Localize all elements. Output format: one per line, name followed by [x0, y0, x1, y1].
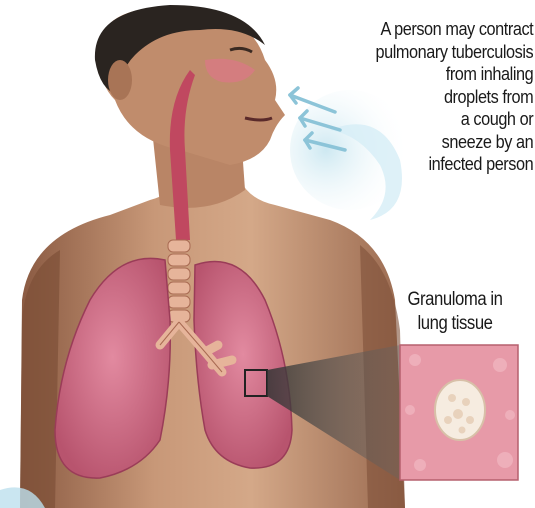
granuloma-caption-line: lung tissue	[389, 312, 521, 336]
infection-caption-line: sneeze by an	[375, 131, 533, 154]
infection-caption-line: a cough or	[375, 108, 533, 131]
granuloma-caption-line: Granuloma in	[389, 288, 521, 312]
granuloma-caption: Granuloma in lung tissue	[389, 288, 521, 336]
infection-caption-line: droplets from	[375, 86, 533, 109]
infection-caption-line: from inhaling	[375, 63, 533, 86]
ear	[108, 60, 132, 100]
infection-caption-line: A person may contract	[375, 18, 533, 41]
infection-caption-line: pulmonary tuberculosis	[375, 41, 533, 64]
infection-caption-line: infected person	[375, 153, 533, 176]
infection-caption: A person may contract pulmonary tubercul…	[375, 18, 533, 176]
